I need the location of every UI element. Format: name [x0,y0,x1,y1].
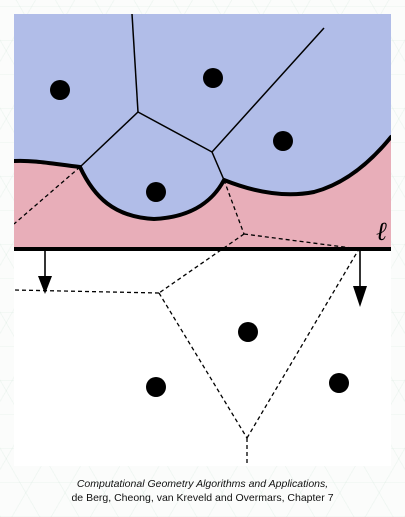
beach-region [14,14,391,219]
site-point [203,68,223,88]
sites [50,68,349,397]
dashed-edge [243,233,360,250]
voronoi-edges [79,14,325,181]
voronoi-edge [211,27,325,153]
down-arrow-icon [38,251,52,294]
figure-caption: Computational Geometry Algorithms and Ap… [0,477,405,505]
site-point [238,322,258,342]
diagram-svg: ℓ [14,14,391,466]
dashed-edge [14,289,160,294]
dashed-edges [14,166,360,466]
voronoi-fortune-diagram: ℓ [14,14,391,466]
site-point [50,80,70,100]
voronoi-edge [79,111,139,168]
site-point [146,377,166,397]
site-point [273,131,293,151]
caption-title: Computational Geometry Algorithms and Ap… [76,478,329,490]
sweep-line-label: ℓ [376,217,387,246]
down-arrow-icon [353,251,367,307]
dashed-edge [158,292,248,439]
caption-authors: de Berg, Cheong, van Kreveld and Overmar… [71,492,334,504]
site-point [146,182,166,202]
dashed-edge [158,233,245,294]
dashed-edge [246,248,360,439]
voronoi-edge [211,151,225,181]
voronoi-edge [131,14,139,113]
dashed-edge [14,166,81,225]
voronoi-edge [137,111,213,153]
site-point [329,373,349,393]
dashed-edge [223,179,245,235]
